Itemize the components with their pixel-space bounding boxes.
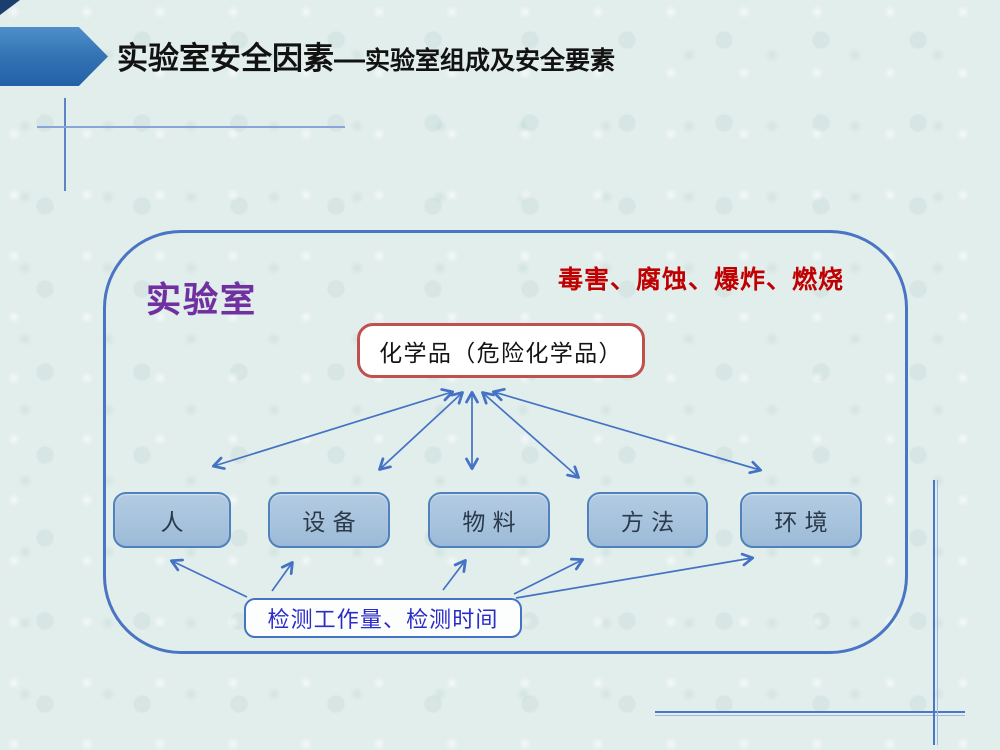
factor-box-material-label: 物料 [462, 510, 524, 536]
pentagon-arrow-icon [0, 27, 108, 86]
factor-box-environment: 环境 [740, 492, 862, 548]
factor-box-person-label: 人 [160, 510, 191, 536]
factor-box-method: 方法 [587, 492, 708, 548]
decor-line-topleft-horizontal [37, 126, 345, 128]
hazards-text: 毒害、腐蚀、爆炸、燃烧 [558, 265, 845, 294]
lab-container-outline [103, 230, 908, 654]
page-title-main: 实验室安全因素 [117, 41, 334, 76]
factor-box-environment-label: 环境 [774, 510, 836, 536]
page-title-sub: 实验室组成及安全要素 [365, 47, 616, 75]
decor-line-bottomright-vertical-light [937, 480, 938, 745]
factor-box-material: 物料 [428, 492, 550, 548]
corner-wedge-icon [0, 0, 20, 15]
decor-line-topleft-vertical [64, 98, 66, 191]
lab-label: 实验室 [146, 280, 258, 321]
factor-box-method-label: 方法 [620, 510, 682, 536]
workload-box-label: 检测工作量、检测时间 [267, 608, 499, 633]
factor-box-person: 人 [113, 492, 231, 548]
decor-line-bottomright-horizontal-light [655, 715, 965, 716]
chemical-box-label: 化学品（危险化学品） [379, 340, 623, 367]
decor-line-bottomright-vertical [933, 480, 935, 745]
factor-box-equipment-label: 设备 [302, 510, 364, 536]
chemical-box: 化学品（危险化学品） [357, 323, 645, 378]
decor-line-bottomright-horizontal [655, 711, 965, 713]
workload-box: 检测工作量、检测时间 [244, 598, 522, 638]
page-title-dash: — [334, 41, 365, 76]
factor-box-equipment: 设备 [268, 492, 390, 548]
page-title: 实验室安全因素—实验室组成及安全要素 [117, 33, 615, 78]
